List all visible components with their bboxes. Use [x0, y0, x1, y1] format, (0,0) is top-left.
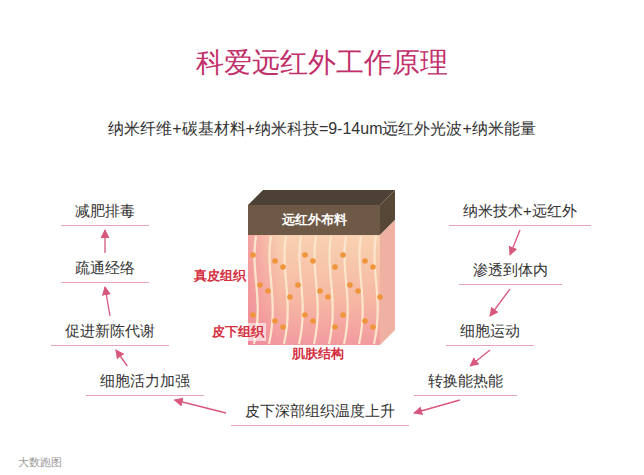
- cell-dot: [347, 282, 353, 288]
- cell-dot: [295, 282, 301, 288]
- flow-arrow: [414, 400, 460, 413]
- cell-dot: [302, 252, 308, 258]
- step-text: 皮下深部组织温度上升: [231, 400, 409, 426]
- cell-dot: [332, 264, 338, 270]
- cell-dot: [340, 312, 346, 318]
- step-text: 细胞活力加强: [86, 370, 204, 396]
- node-text: 促进新陈代谢: [65, 321, 155, 341]
- layer-label: 真皮组织: [192, 267, 248, 285]
- node-text: 远红外布料: [282, 211, 347, 229]
- cell-dot: [325, 294, 331, 300]
- flow-arrow: [510, 230, 520, 255]
- formula-text: 纳米纤维+碳基材料+纳米科技=9-14um远红外光波+纳米能量: [106, 119, 538, 140]
- layer-label: 皮下组织: [210, 323, 266, 341]
- cell-dot: [250, 252, 256, 258]
- cell-dot: [257, 282, 263, 288]
- fiber-line: [299, 236, 303, 344]
- watermark: 大数跑图: [16, 455, 64, 470]
- cell-dot: [362, 318, 368, 324]
- flow-arrow: [470, 350, 490, 366]
- cell-dot: [272, 258, 278, 264]
- step-text: 渗透到体内: [459, 259, 562, 285]
- step-text: 减肥排毒: [61, 200, 149, 226]
- cell-dot: [280, 264, 286, 270]
- cell-dot: [272, 318, 278, 324]
- flow-arrow: [175, 400, 227, 413]
- skin-edge: [248, 235, 380, 345]
- cell-dot: [302, 312, 308, 318]
- node-text: 细胞活力加强: [100, 371, 190, 391]
- cell-dot: [250, 312, 256, 318]
- cell-dot: [310, 318, 316, 324]
- fiber-line: [314, 236, 318, 344]
- skin-fibers: [250, 236, 383, 344]
- flow-arrow: [116, 350, 127, 366]
- figure-caption: 肌肤结构: [290, 345, 346, 363]
- fiber-line: [329, 236, 333, 344]
- node-text: 减肥排毒: [75, 201, 135, 221]
- step-text: 转换能热能: [414, 370, 517, 396]
- cell-dot: [265, 288, 271, 294]
- fiber-line: [344, 236, 348, 344]
- step-text: 纳米技术+远红外: [449, 200, 591, 226]
- cell-dot: [362, 258, 368, 264]
- fabric-label: 远红外布料: [278, 211, 351, 229]
- node-text: 疏通经络: [75, 258, 135, 278]
- fabric-top: [248, 190, 395, 205]
- cell-dot: [280, 324, 286, 330]
- step-text: 疏通经络: [61, 257, 149, 283]
- title: 科爱远红外工作原理: [196, 46, 448, 80]
- cell-dot: [355, 288, 361, 294]
- node-text: 皮下深部组织温度上升: [245, 401, 395, 421]
- flow-arrow: [104, 230, 105, 253]
- cell-dot: [332, 324, 338, 330]
- step-text: 细胞运动: [446, 320, 534, 346]
- step-text: 促进新陈代谢: [51, 320, 169, 346]
- skin-front: [248, 235, 380, 345]
- node-text: 转换能热能: [428, 371, 503, 391]
- cell-dot: [310, 258, 316, 264]
- cell-dot: [377, 294, 383, 300]
- fabric-front: [248, 205, 380, 235]
- node-text: 细胞运动: [460, 321, 520, 341]
- flow-arrow: [490, 289, 510, 316]
- cell-dot: [317, 288, 323, 294]
- node-text: 纳米技术+远红外: [463, 201, 577, 221]
- cell-dot: [370, 264, 376, 270]
- cell-dot: [340, 252, 346, 258]
- flow-arrow: [105, 287, 110, 316]
- skin-side: [380, 220, 395, 345]
- cell-dot: [370, 324, 376, 330]
- cell-dot: [287, 294, 293, 300]
- node-text: 渗透到体内: [473, 260, 548, 280]
